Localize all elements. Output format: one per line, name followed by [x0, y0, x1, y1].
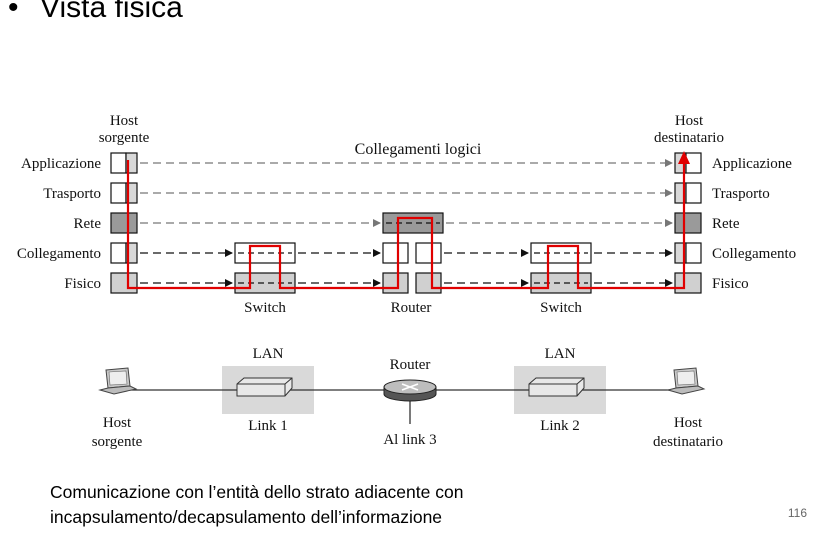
router-label: Router [391, 300, 432, 316]
layer-label-left: Collegamento [17, 246, 101, 262]
slide-title: • Vista fisica [8, 0, 183, 28]
source-host-topology-line2: sorgente [92, 434, 143, 450]
layer-label-right: Collegamento [712, 246, 796, 262]
slide-caption: Comunicazione con l’entità dello strato … [50, 480, 610, 530]
switch-2-label: Switch [540, 300, 582, 316]
link-2-label: Link 2 [540, 418, 580, 434]
layer-label-right: Applicazione [712, 156, 792, 172]
link-1-label: Link 1 [248, 418, 288, 434]
lan-1-label: LAN [253, 346, 284, 362]
laptop-icon [98, 367, 138, 395]
layer-label-left: Trasporto [43, 186, 101, 202]
data-path [126, 160, 686, 290]
layer-label-left: Applicazione [21, 156, 101, 172]
caption-line-2: incapsulamento/decapsulamento dell’infor… [50, 507, 443, 527]
switch-icon [236, 377, 293, 397]
caption-line-1: Comunicazione con l’entità dello strato … [50, 482, 464, 502]
layer-label-right: Fisico [712, 276, 749, 292]
link-3-label: Al link 3 [383, 432, 436, 448]
source-host-label-line1: Host [110, 113, 139, 129]
dest-host-label-line2: destinatario [654, 130, 724, 146]
logical-links [140, 159, 673, 287]
router-icon [383, 379, 437, 402]
switch-icon [528, 377, 585, 397]
layer-label-right: Trasporto [712, 186, 770, 202]
page-number: 116 [787, 506, 807, 520]
logical-links-label: Collegamenti logici [355, 141, 482, 158]
bullet-marker: • [8, 0, 19, 24]
lan-2-label: LAN [545, 346, 576, 362]
router-topology-label: Router [390, 357, 431, 373]
dest-host-topology-line2: destinatario [653, 434, 723, 450]
switch-1-stack [234, 242, 296, 294]
data-path-arrow-head [678, 151, 690, 164]
slide-title-text: Vista fisica [40, 0, 183, 24]
source-host-label-line2: sorgente [99, 130, 150, 146]
dest-host-label-line1: Host [675, 113, 704, 129]
laptop-icon [666, 367, 706, 395]
source-host-topology-line1: Host [103, 415, 132, 431]
layer-label-left: Fisico [64, 276, 101, 292]
protocol-stack: Host sorgente Host destinatario Collegam… [17, 113, 796, 316]
router-stack [382, 212, 444, 294]
layer-label-right: Rete [712, 216, 740, 232]
topology: LAN LAN Router Link 1 Link 2 Al link 3 H… [92, 346, 723, 450]
source-stack [110, 152, 138, 294]
destination-stack [674, 152, 702, 294]
switch-1-label: Switch [244, 300, 286, 316]
switch-2-stack [530, 242, 592, 294]
dest-host-topology-line1: Host [674, 415, 703, 431]
layer-label-left: Rete [74, 216, 102, 232]
